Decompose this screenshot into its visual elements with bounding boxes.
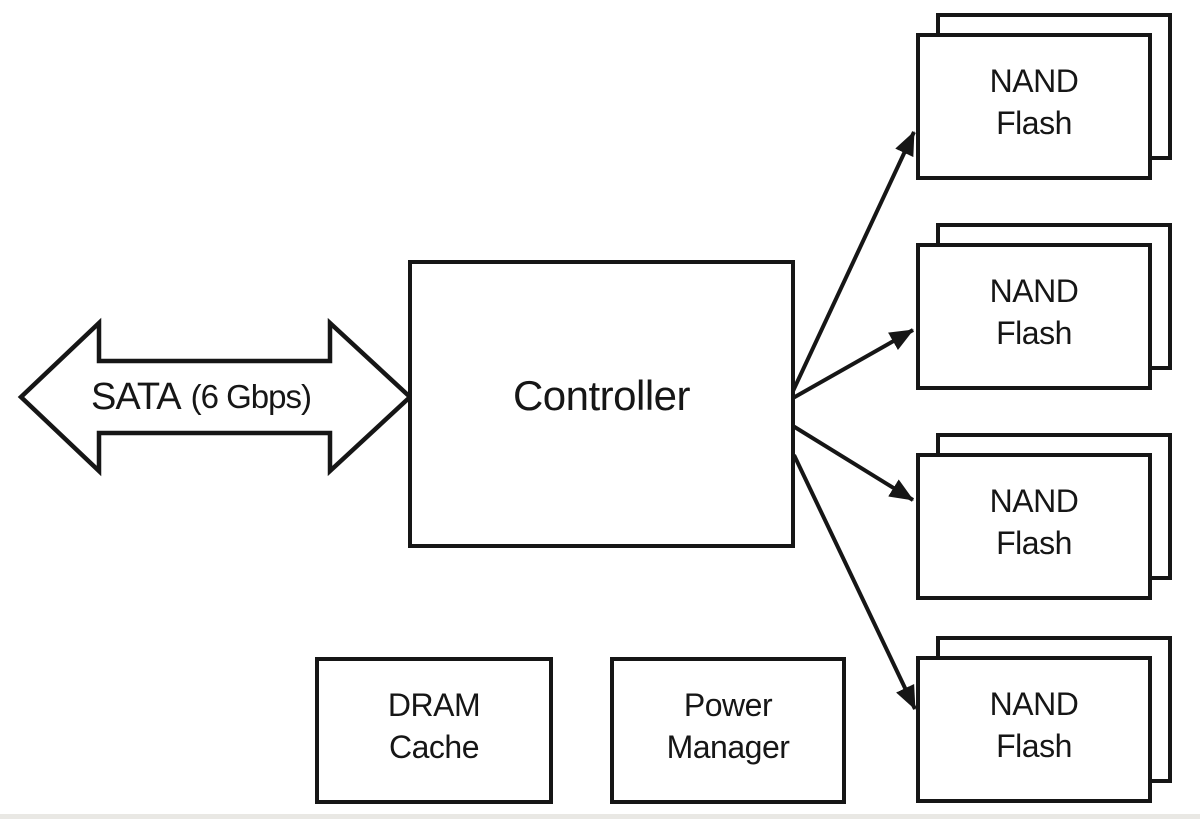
nand-flash-3-label-line2: Flash (996, 524, 1072, 561)
nand-flash-4-label-line2: Flash (996, 727, 1072, 764)
nand-flash-4-box: NAND Flash (916, 656, 1152, 803)
controller-label: Controller (512, 372, 691, 419)
nand-flash-4-label-line1: NAND (989, 685, 1079, 722)
controller-box: Controller (408, 260, 795, 548)
nand-flash-2-box: NAND Flash (916, 243, 1152, 390)
nand-flash-2-label-line1: NAND (989, 272, 1079, 309)
controller-to-nand2-arrow (792, 328, 914, 400)
nand-flash-1-box: NAND Flash (916, 33, 1152, 180)
nand-flash-2-label-line2: Flash (996, 314, 1072, 351)
dram-cache-label-line1: DRAM (387, 686, 481, 723)
sata-link-label: SATA (6 Gbps) (58, 358, 344, 436)
sata-label-text: SATA (91, 375, 182, 418)
power-manager-label-line1: Power (683, 686, 773, 723)
page-bottom-rule (0, 814, 1200, 819)
sata-speed-text: (6 Gbps) (190, 378, 312, 415)
nand-flash-1-label-line1: NAND (989, 62, 1079, 99)
dram-cache-label-line2: Cache (389, 728, 480, 765)
controller-to-nand4-arrow (792, 454, 917, 710)
power-manager-label-line2: Manager (666, 728, 790, 765)
power-manager-box: Power Manager (610, 657, 846, 804)
nand-flash-3-label-line1: NAND (989, 482, 1079, 519)
controller-to-nand1-arrow (791, 131, 916, 392)
dram-cache-box: DRAM Cache (315, 657, 553, 804)
nand-flash-1-label-line2: Flash (996, 104, 1072, 141)
nand-flash-3-box: NAND Flash (916, 453, 1152, 600)
controller-to-nand3-arrow (791, 424, 915, 502)
